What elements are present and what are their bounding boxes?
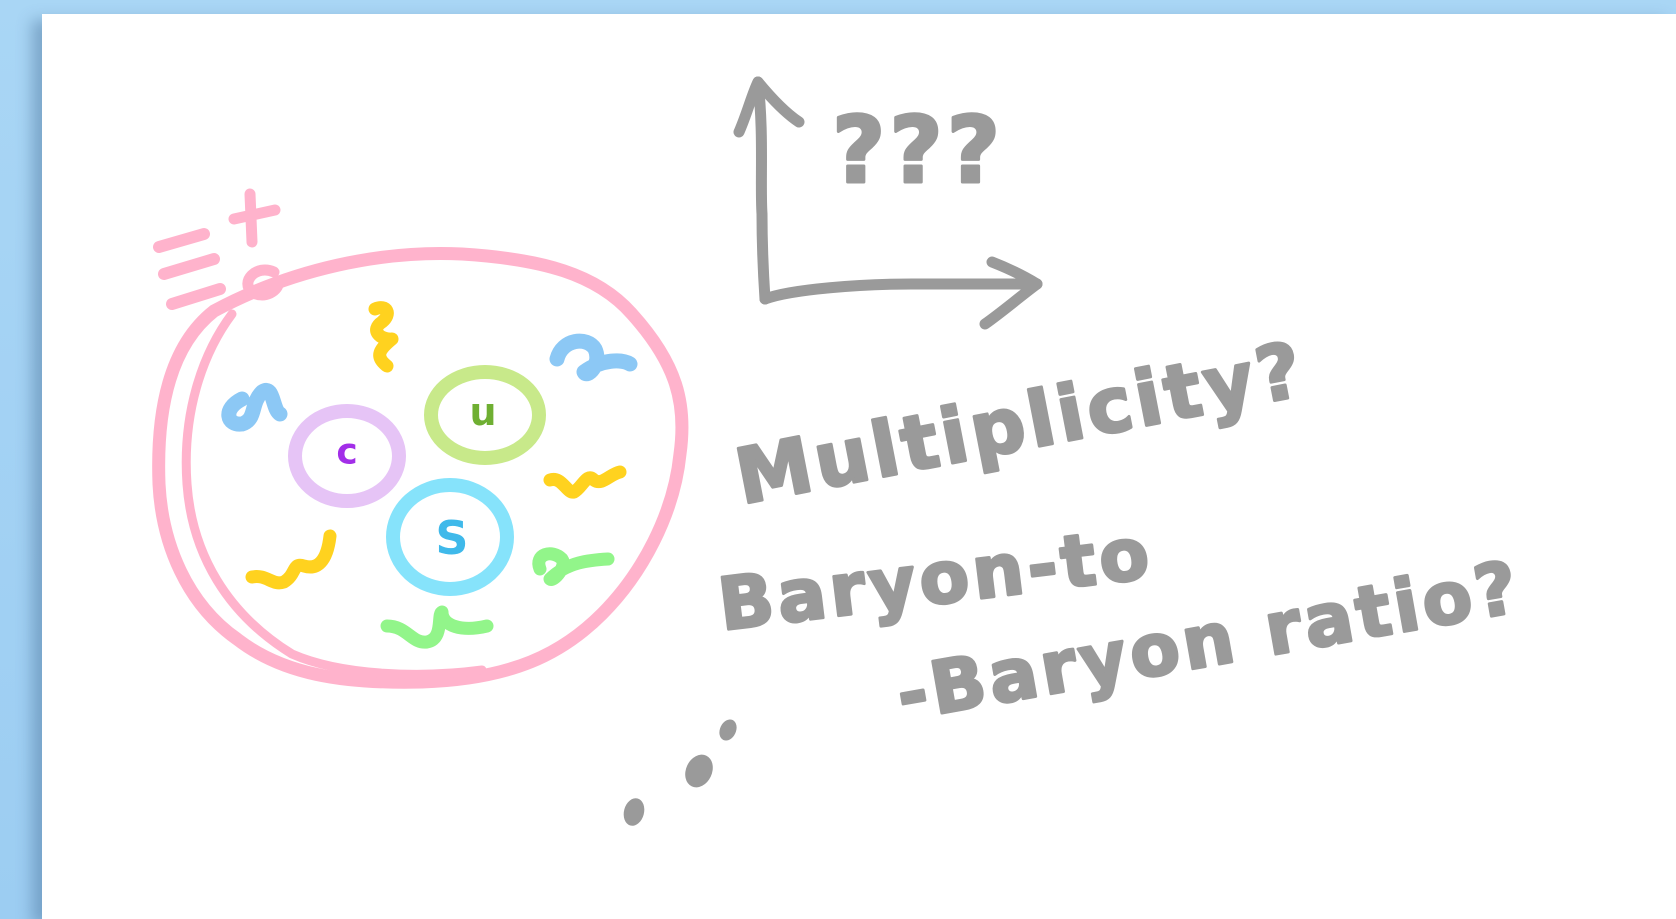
gluon-yellow-left [245,529,337,590]
quark-c-letter: c [336,432,357,473]
quark-c: c [288,404,406,508]
gluon-squiggles [221,301,638,649]
slide-canvas: Ξc c u S ? [42,14,1676,919]
quark-s: S [386,478,514,596]
quark-s-ring [386,478,514,596]
y-axis [752,76,771,305]
hadron-outline [152,247,689,689]
gluon-yellow-right [543,465,627,499]
sketch: Ξc c u S ? [152,76,1529,826]
quark-u-letter: u [469,390,496,434]
gluon-yellow-top [368,301,399,373]
gluon-green-bottom [380,605,494,649]
gluon-blue-left [221,382,288,432]
quark-u: u [424,365,546,465]
question-text: Multiplicity? Baryon-to -Baryon ratio? [712,323,1529,739]
quark-c-ring [288,404,406,508]
quark-u-ring [424,365,546,465]
xi-c-label: Ξc [153,188,284,310]
y-axis-arrowhead [733,76,805,138]
quark-s-letter: S [435,511,468,565]
mystery-label: ??? [832,97,1004,204]
x-axis [759,278,1043,305]
gluon-green-right [532,547,615,586]
gluon-blue-right [549,333,638,382]
axes-sketch: ??? [733,76,1043,330]
x-axis-arrowhead [979,256,1043,330]
ellipsis-dots: ... [623,719,737,826]
multiplicity-question: Multiplicity? [728,324,1312,522]
